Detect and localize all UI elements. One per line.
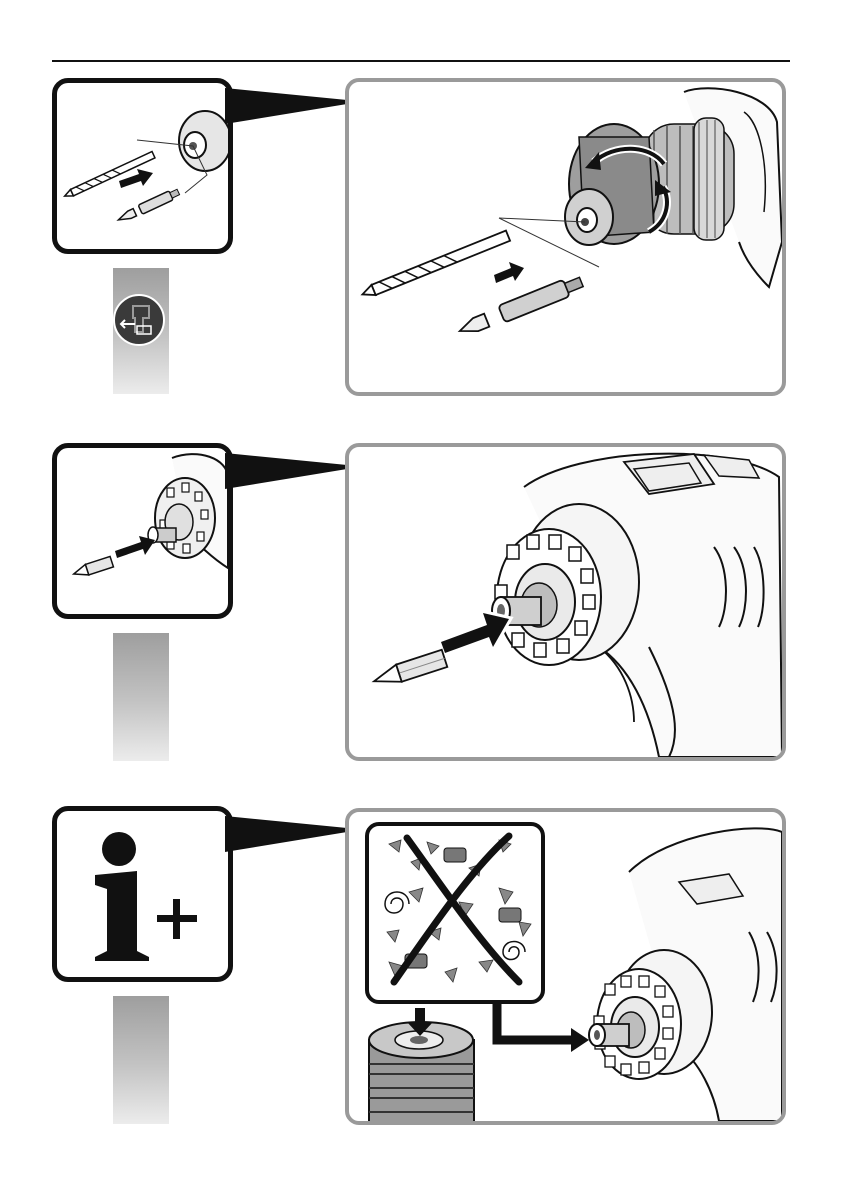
top-rule — [52, 60, 790, 62]
illustration-chuck-insertion — [345, 78, 786, 396]
illustration-debris-warning — [345, 808, 786, 1125]
pointer-section-1 — [225, 88, 355, 128]
side-bar-section-3 — [113, 996, 169, 1124]
info-plus-icon — [57, 811, 228, 977]
side-bar-section-2 — [113, 633, 169, 761]
pointer-section-3 — [225, 816, 355, 856]
drill-attachment-icon — [111, 292, 167, 348]
thumbnail-info-plus — [52, 806, 233, 982]
pointer-section-2 — [225, 453, 355, 493]
illustration-hex-bit-insertion — [345, 443, 786, 761]
thumbnail-hex-bit-insertion — [52, 443, 233, 619]
thumbnail-chuck-insertion — [52, 78, 233, 254]
